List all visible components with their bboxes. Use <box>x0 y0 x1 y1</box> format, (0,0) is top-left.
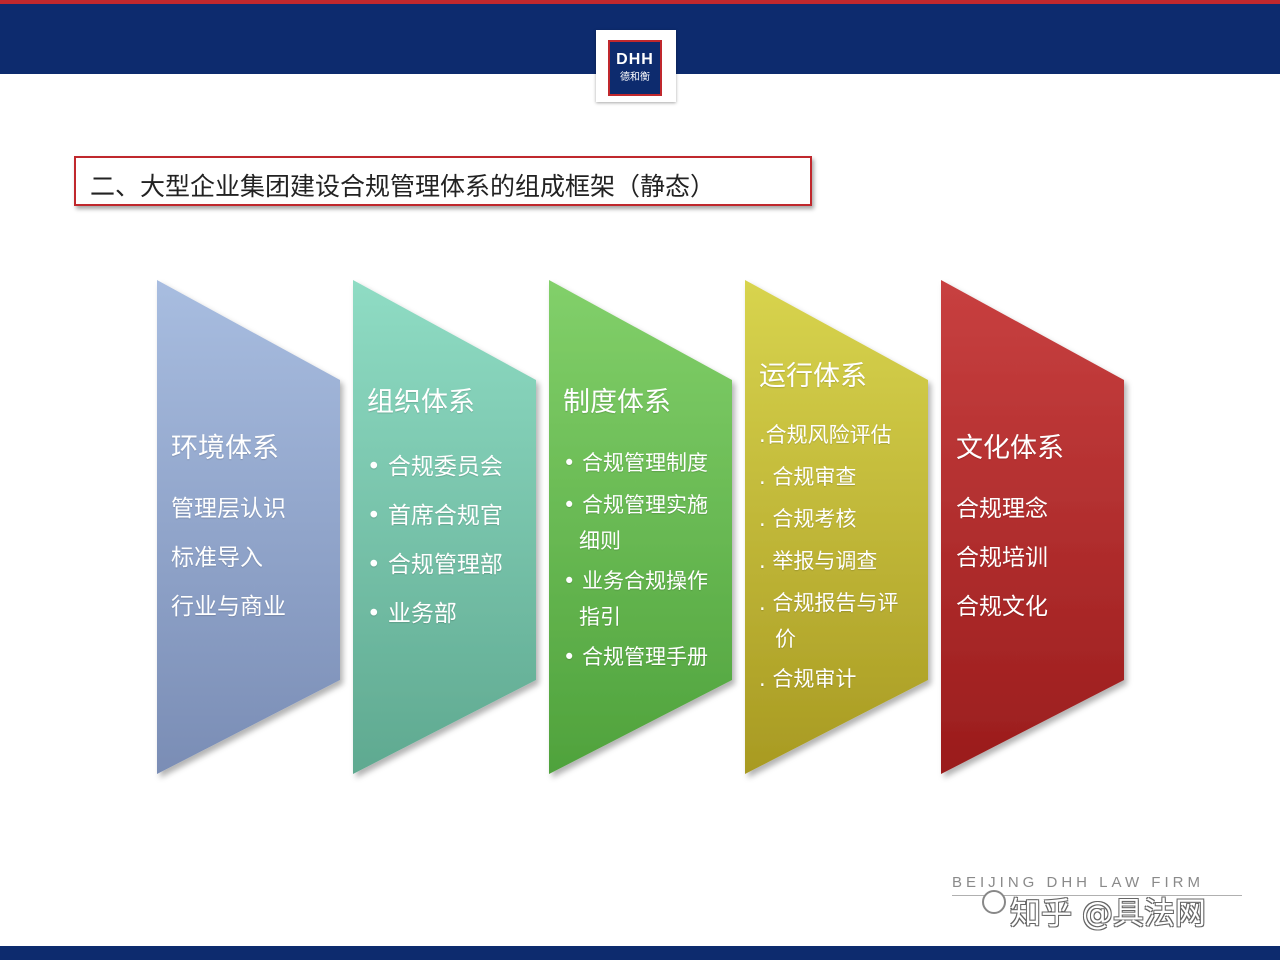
column-heading: 组织体系 <box>367 387 475 418</box>
column-shape-culture <box>941 280 1124 774</box>
column-item: 指引 <box>579 605 621 629</box>
column-heading: 环境体系 <box>171 433 279 464</box>
logo-text: DHH <box>616 51 654 68</box>
top-red-stripe <box>0 0 1280 4</box>
slide-title: 二、大型企业集团建设合规管理体系的组成框架（静态） <box>90 172 716 201</box>
column-item: • 业务合规操作 <box>563 569 709 593</box>
column-shape-operation <box>745 280 928 774</box>
footer-divider <box>952 895 1242 896</box>
column-item: . 合规审计 <box>759 667 857 691</box>
column-heading: 制度体系 <box>563 387 671 418</box>
dhh-logo: DHH 德和衡 <box>596 30 676 102</box>
logo-subtext: 德和衡 <box>620 72 650 83</box>
column-item: • 合规委员会 <box>367 454 503 480</box>
logo-mark: DHH 德和衡 <box>608 40 662 96</box>
column-item: . 合规考核 <box>759 507 857 531</box>
column-shape-environment <box>157 280 340 774</box>
zhihu-icon <box>982 890 1006 914</box>
column-item: • 业务部 <box>367 601 457 627</box>
column-item: . 合规审查 <box>759 465 857 489</box>
column-item: • 合规管理部 <box>367 552 503 578</box>
footer-band <box>0 946 1280 960</box>
column-operation: 运行体系 .合规风险评估 . 合规审查 . 合规考核 . 举报与调查 . 合规报… <box>759 360 898 694</box>
column-shape-organization <box>353 280 536 774</box>
column-item: 管理层认识 <box>171 496 286 522</box>
column-item: 价 <box>775 627 796 651</box>
slide-title-box: 二、大型企业集团建设合规管理体系的组成框架（静态） <box>74 156 812 206</box>
column-item: . 合规报告与评 <box>759 591 899 615</box>
column-item: 合规培训 <box>956 545 1048 571</box>
column-item: 标准导入 <box>171 545 263 571</box>
column-item: • 首席合规官 <box>367 503 503 529</box>
column-item: 行业与商业 <box>171 594 286 620</box>
column-item: • 合规管理实施 <box>563 493 709 517</box>
column-environment: 环境体系 管理层认识 标准导入 行业与商业 <box>171 432 286 624</box>
column-item: 合规文化 <box>956 594 1048 620</box>
watermark: 知乎 @具法网 <box>1010 896 1206 932</box>
column-item: • 合规管理制度 <box>563 451 709 475</box>
column-item: 合规理念 <box>956 496 1048 522</box>
column-item: .合规风险评估 <box>759 423 892 447</box>
column-item: 细则 <box>579 529 621 553</box>
firm-name: BEIJING DHH LAW FIRM <box>952 874 1204 891</box>
column-system: 制度体系 • 合规管理制度 • 合规管理实施 细则 • 业务合规操作 指引 • … <box>563 386 708 672</box>
column-heading: 运行体系 <box>759 361 867 392</box>
column-shape-system <box>549 280 732 774</box>
column-heading: 文化体系 <box>956 433 1064 464</box>
column-culture: 文化体系 合规理念 合规培训 合规文化 <box>956 432 1064 624</box>
column-organization: 组织体系 • 合规委员会 • 首席合规官 • 合规管理部 • 业务部 <box>367 386 503 631</box>
column-item: • 合规管理手册 <box>563 645 709 669</box>
column-item: . 举报与调查 <box>759 549 878 573</box>
